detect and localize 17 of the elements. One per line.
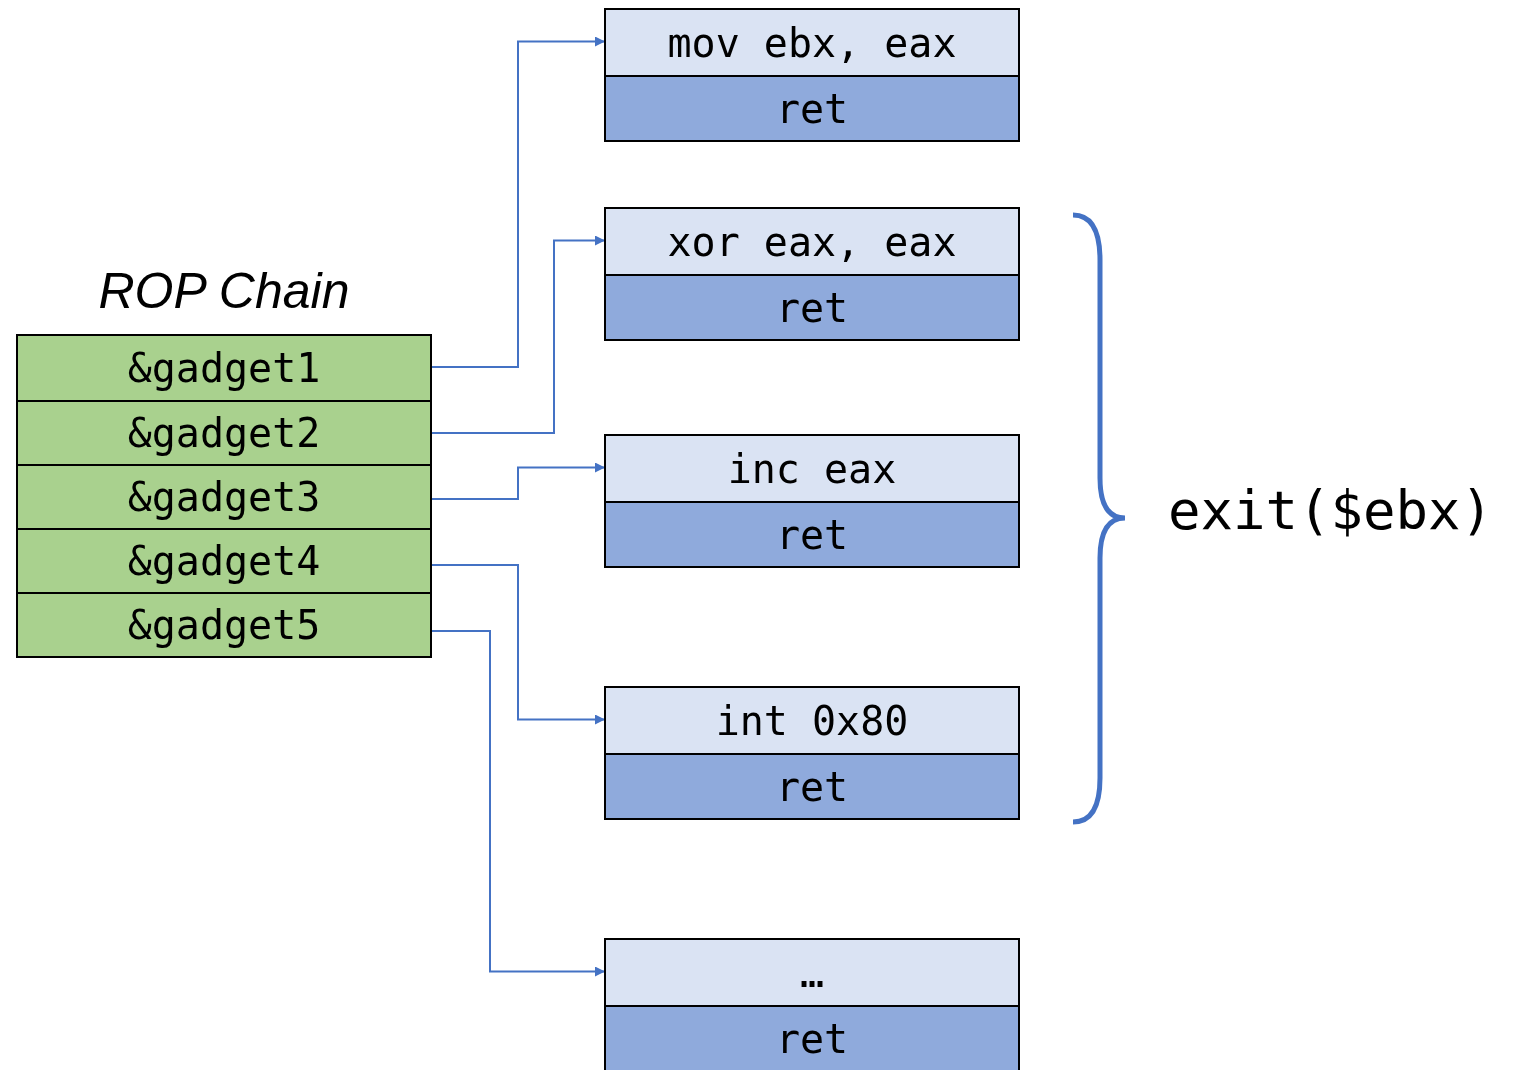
connector-arrow [431,462,605,500]
gadget-box [604,686,1020,820]
stack-title: ROP Chain [97,262,351,321]
return-row: ret [606,753,1018,818]
gadget-box [604,207,1020,341]
connector-arrow [431,36,605,368]
return-row: ret [606,1005,1018,1070]
connector-arrow [431,564,605,725]
gadget-box [604,8,1020,142]
return-row: ret [606,501,1018,566]
return-row: ret [606,274,1018,339]
function-call-label: exit($ebx) [1168,478,1494,544]
return-row: ret [606,75,1018,140]
connector-arrow [431,630,605,977]
connector-arrow [431,235,605,434]
gadget-box [604,938,1020,1070]
gadget-box [604,434,1020,568]
